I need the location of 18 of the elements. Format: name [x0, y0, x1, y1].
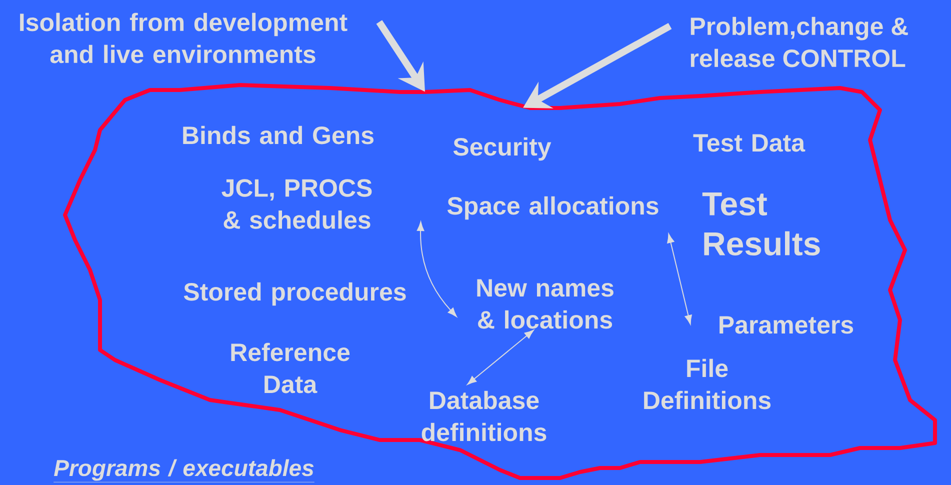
arrow [416, 222, 457, 317]
text-label: Binds and Gens [183, 126, 374, 144]
text-label: Stored procedures [184, 282, 406, 306]
arrow [667, 234, 692, 324]
arrow [467, 330, 534, 385]
text-label: Problem,change & release CONTROL [690, 16, 908, 68]
text-label: Database definitions [422, 390, 546, 442]
text-label: Isolation from development and live environments [20, 12, 348, 64]
text-label: New names & locations [477, 279, 614, 329]
text-label: Parameters [720, 316, 854, 334]
text-label: Space allocations [447, 196, 658, 220]
text-label: Programs / executables [53, 459, 315, 482]
text-label: Security [453, 137, 552, 161]
text-label: Reference Data [231, 342, 350, 394]
text-label: File Definitions [644, 358, 771, 410]
text-label: Test Results [702, 192, 820, 256]
text-label: Test Data [693, 134, 806, 152]
text-label: JCL, PROCS & schedules [222, 179, 372, 229]
